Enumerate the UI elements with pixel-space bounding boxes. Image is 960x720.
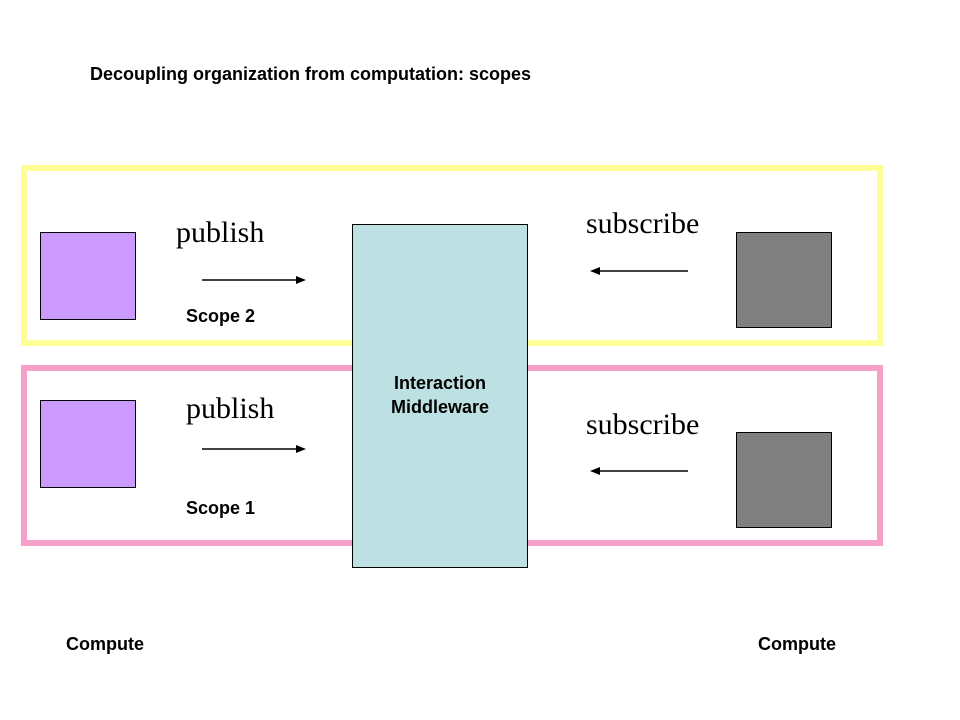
scope-2-subscribe-label: subscribe	[586, 207, 700, 240]
middleware-label-line-1: Interaction	[393, 373, 486, 393]
middleware-label: Interaction Middleware	[352, 371, 528, 419]
scope-1-subscriber-node	[736, 432, 832, 528]
compute-left-label: Compute	[66, 634, 144, 654]
scope-2-subscribe-arrow	[590, 267, 688, 275]
scope-1-label: Scope 1	[186, 498, 256, 518]
scope-2-publish-arrow	[202, 276, 306, 284]
compute-right-label: Compute	[758, 634, 836, 654]
scope-1-subscribe-label: subscribe	[586, 408, 700, 441]
scope-2-publisher-node	[40, 232, 136, 320]
scope-1-publisher-node	[40, 400, 136, 488]
diagram-title: Decoupling organization from computation…	[90, 64, 532, 84]
middleware-label-line-2: Middleware	[390, 397, 490, 417]
scope-1-subscribe-arrow	[590, 467, 688, 475]
interaction-middleware-block	[352, 224, 528, 568]
scope-2-subscriber-node	[736, 232, 832, 328]
scope-1-publish-arrow	[202, 445, 306, 453]
scope-2-publish-label: publish	[176, 216, 265, 249]
scope-2-label: Scope 2	[186, 306, 256, 326]
scope-1-publish-label: publish	[186, 392, 275, 425]
